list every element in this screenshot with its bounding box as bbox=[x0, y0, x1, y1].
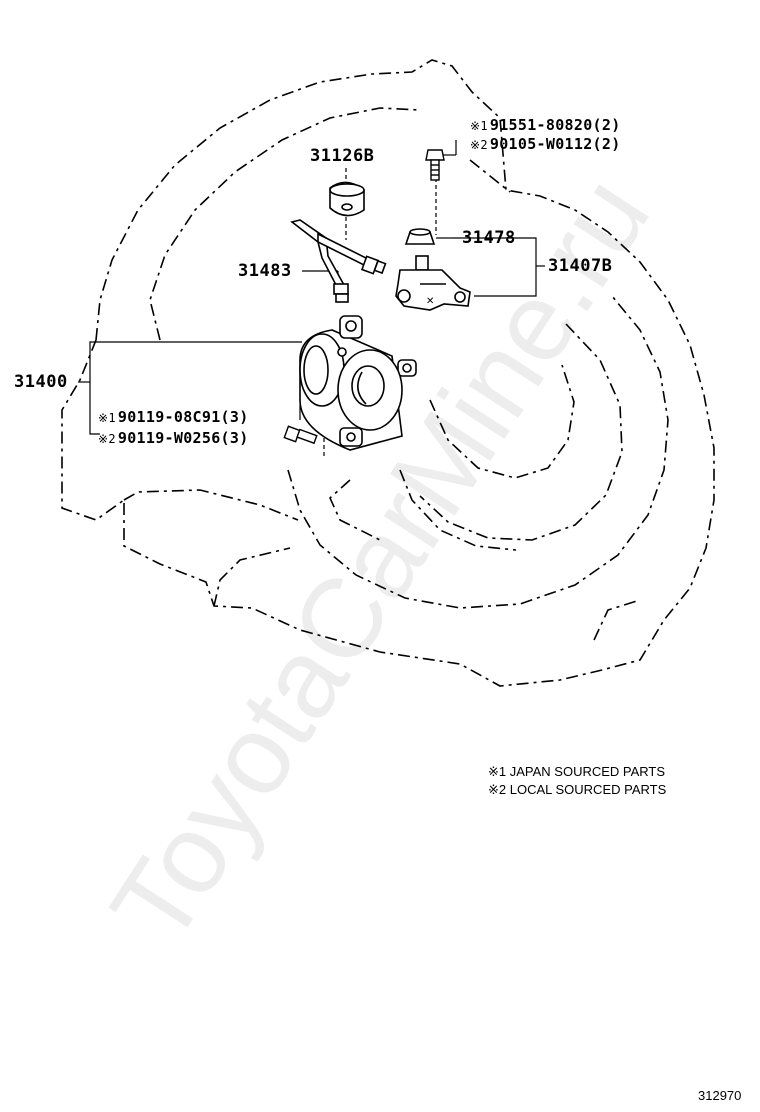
bolt-left-icon bbox=[283, 425, 318, 445]
local-mark: ※2 bbox=[470, 138, 488, 152]
clutch-release-cylinder-icon bbox=[299, 315, 417, 451]
clutch-pipe-icon bbox=[290, 219, 387, 303]
figure-number: 312970 bbox=[698, 1088, 742, 1103]
bolt-top-japan-number: 91551-80820(2) bbox=[489, 116, 621, 134]
svg-text:✕: ✕ bbox=[426, 296, 434, 307]
japan-mark: ※1 bbox=[470, 119, 488, 133]
part-31407b-label[interactable]: 31407B bbox=[548, 256, 613, 276]
note-japan-sourced: ※1 JAPAN SOURCED PARTS bbox=[488, 764, 666, 779]
japan-mark: ※1 bbox=[98, 411, 116, 425]
part-31483-label[interactable]: 31483 bbox=[238, 261, 292, 281]
note-local-sourced: ※2 LOCAL SOURCED PARTS bbox=[488, 782, 667, 797]
part-31478-label[interactable]: 31478 bbox=[462, 228, 516, 248]
part-31126b-label[interactable]: 31126B bbox=[310, 146, 375, 166]
local-mark: ※2 bbox=[98, 432, 116, 446]
leader-lines bbox=[78, 140, 545, 458]
grommet-icon bbox=[329, 181, 365, 217]
bolt-top-icon bbox=[425, 149, 445, 181]
connector-tube-icon: ✕ bbox=[395, 255, 471, 311]
bolt-left-local-number: 90119-W0256(3) bbox=[117, 429, 249, 447]
bolt-top-local-number: 90105-W0112(2) bbox=[489, 135, 621, 153]
bleeder-cap-icon bbox=[404, 228, 436, 245]
transmission-housing bbox=[61, 59, 715, 687]
part-31400-label[interactable]: 31400 bbox=[14, 372, 68, 392]
bolt-left-japan-number: 90119-08C91(3) bbox=[117, 408, 249, 426]
